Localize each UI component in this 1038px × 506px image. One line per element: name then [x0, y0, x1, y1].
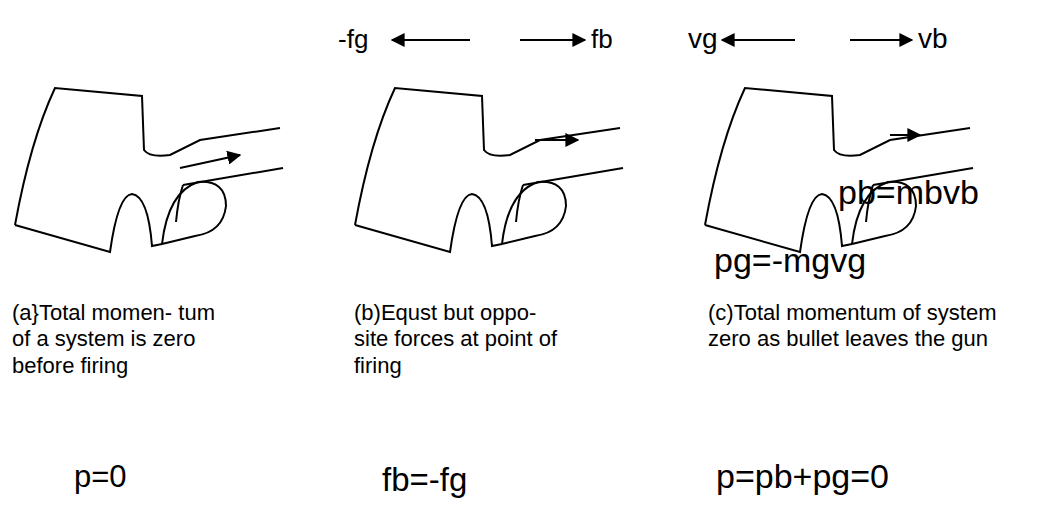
caption-text: (a}Total momen- tum of a system is zero …	[12, 300, 230, 379]
velocity-label: vg	[688, 22, 718, 56]
equation: p=pb+pg=0	[716, 456, 889, 497]
equation: p=0	[74, 458, 127, 495]
momentum-equation: pb=mbvb	[838, 172, 979, 213]
caption-text: (b)Equst but oppo- site forces at point …	[354, 300, 576, 379]
velocity-label: vb	[918, 22, 948, 56]
gun-outline	[15, 88, 283, 252]
momentum-equation: pg=-mgvg	[714, 240, 866, 281]
force-label: -fg	[338, 24, 368, 55]
force-arrows	[392, 39, 912, 41]
equation: fb=-fg	[382, 460, 467, 500]
gun-outline	[705, 88, 973, 252]
force-label: fb	[591, 24, 613, 55]
gun-outline	[355, 88, 623, 252]
caption-text: (c)Total momentum of system zero as bull…	[708, 300, 1008, 353]
